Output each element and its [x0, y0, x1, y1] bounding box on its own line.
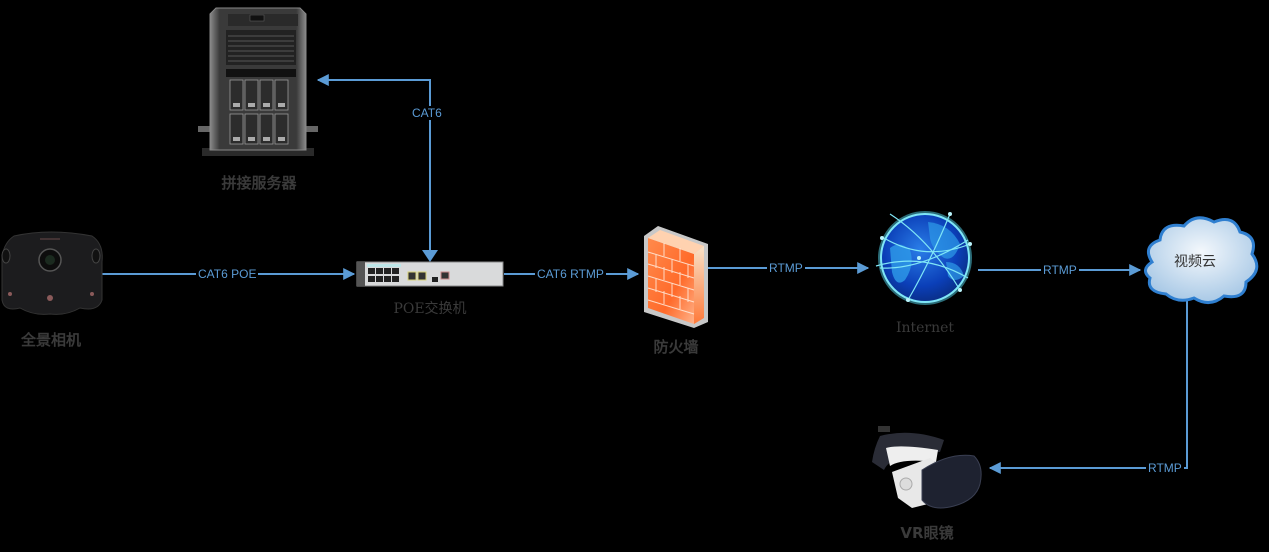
panoramic-camera-icon	[1, 231, 103, 315]
network-switch-icon	[356, 261, 504, 287]
globe-icon	[875, 211, 972, 305]
tower-server-icon	[198, 7, 318, 156]
edge-label-camera-switch: CAT6 POE	[196, 267, 259, 281]
edge-label-switch-server: CAT6	[410, 106, 444, 120]
edge-label-firewall-internet: RTMP	[767, 261, 805, 275]
cloud-icon	[1144, 216, 1259, 304]
camera-label: 全景相机	[20, 331, 81, 349]
switch-label: POE交换机	[393, 301, 467, 317]
edge-label-cloud-vr: RTMP	[1146, 461, 1184, 475]
edge-label-internet-cloud: RTMP	[1041, 263, 1079, 277]
edge-label-switch-firewall: CAT6 RTMP	[535, 267, 606, 281]
vr-headset-icon	[872, 426, 982, 509]
arrow-into-switch	[422, 250, 438, 262]
edge-switch-server	[316, 74, 431, 255]
internet-label: Internet	[895, 320, 955, 336]
firewall-icon	[644, 226, 708, 328]
firewall-label: 防火墙	[653, 338, 699, 356]
vr-label: VR眼镜	[900, 524, 954, 542]
cloud-label: 视频云	[1174, 254, 1216, 270]
edge-cloud-vr	[988, 300, 1188, 474]
server-label: 拼接服务器	[221, 174, 297, 192]
